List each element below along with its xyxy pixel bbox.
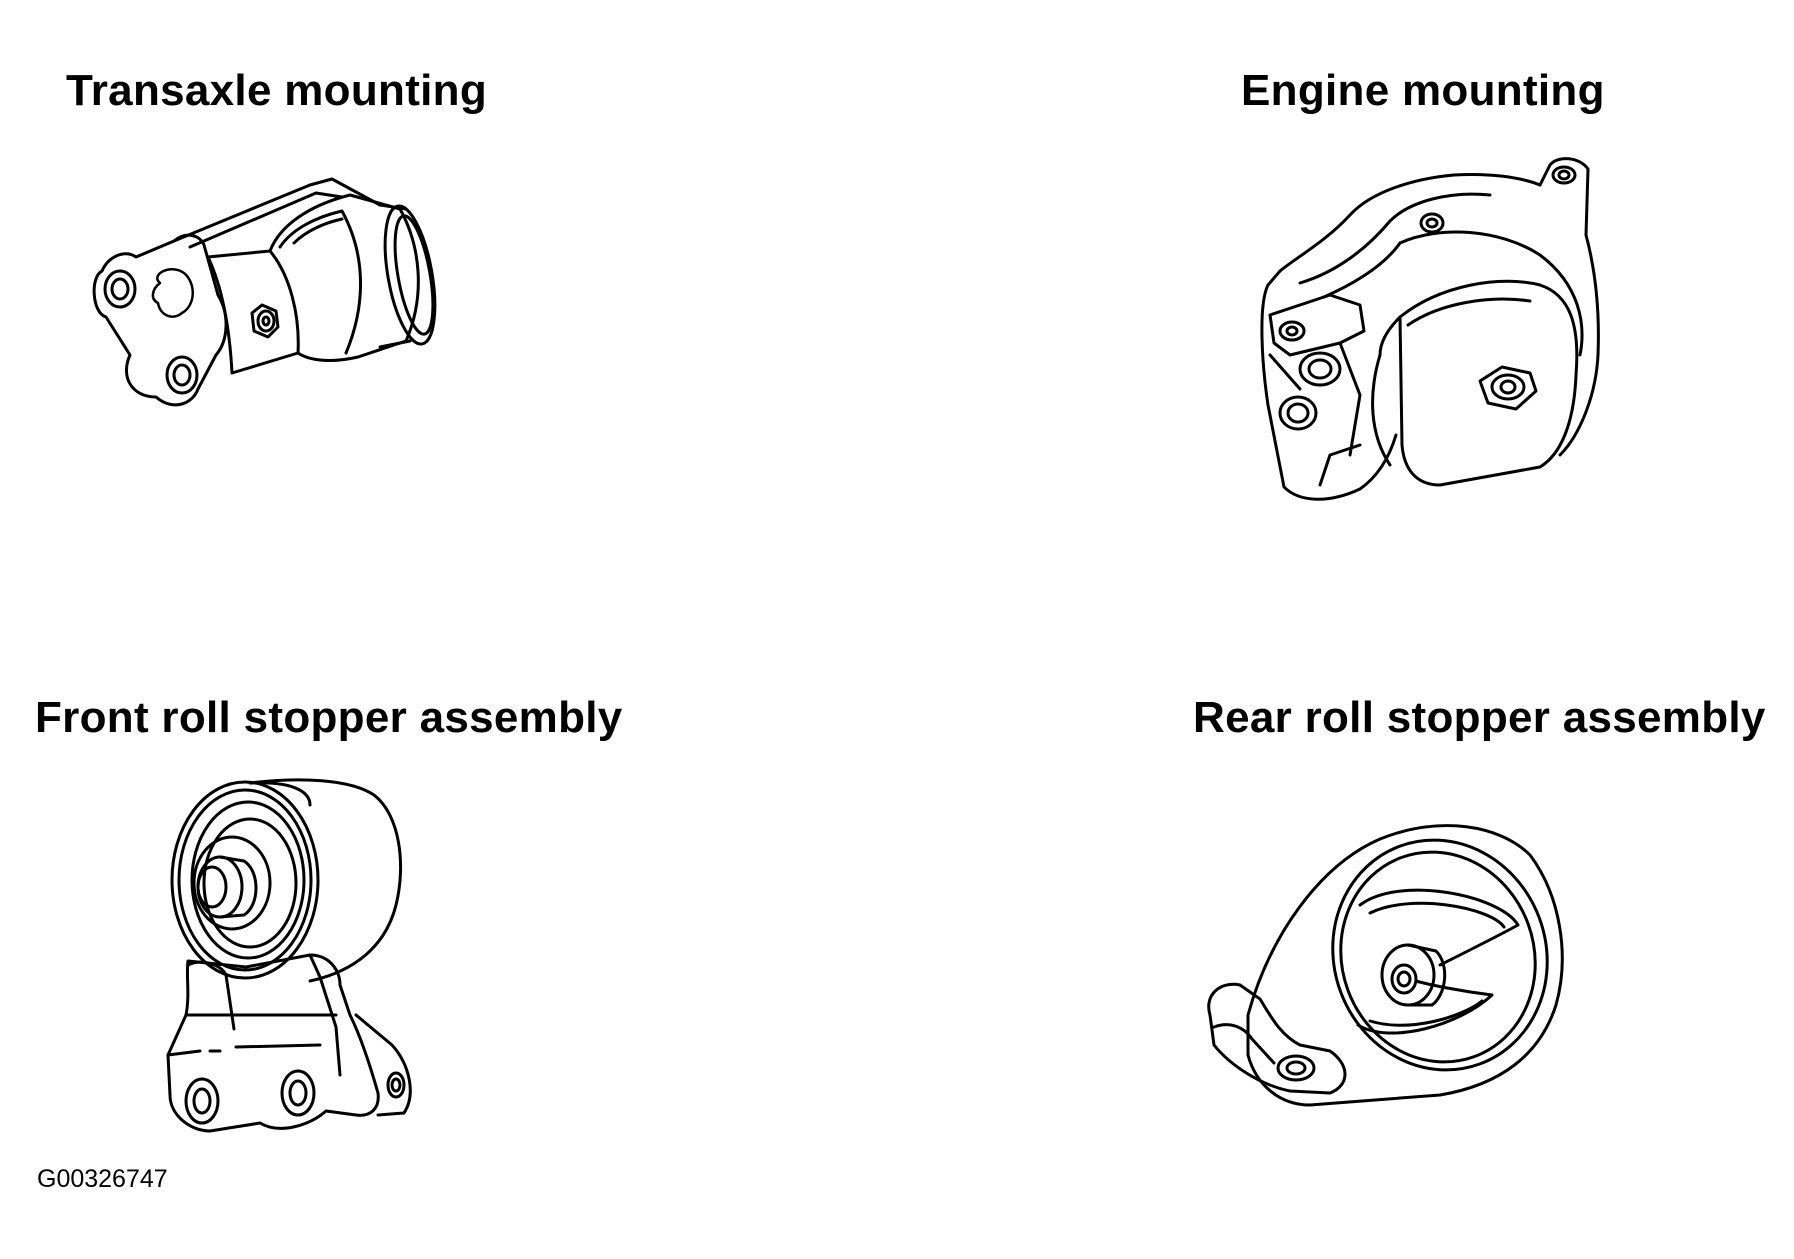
figure-code: G00326747 <box>37 1165 168 1193</box>
engine-mounting-label: Engine mounting <box>1241 66 1605 115</box>
transaxle-mounting-label: Transaxle mounting <box>66 66 488 115</box>
transaxle-mounting-illustration <box>80 165 480 485</box>
front-roll-stopper-illustration <box>160 775 450 1155</box>
engine-mounting-illustration <box>1240 155 1640 525</box>
rear-roll-stopper-label: Rear roll stopper assembly <box>1193 693 1766 742</box>
rear-roll-stopper-illustration <box>1200 815 1580 1115</box>
front-roll-stopper-label: Front roll stopper assembly <box>35 693 623 742</box>
